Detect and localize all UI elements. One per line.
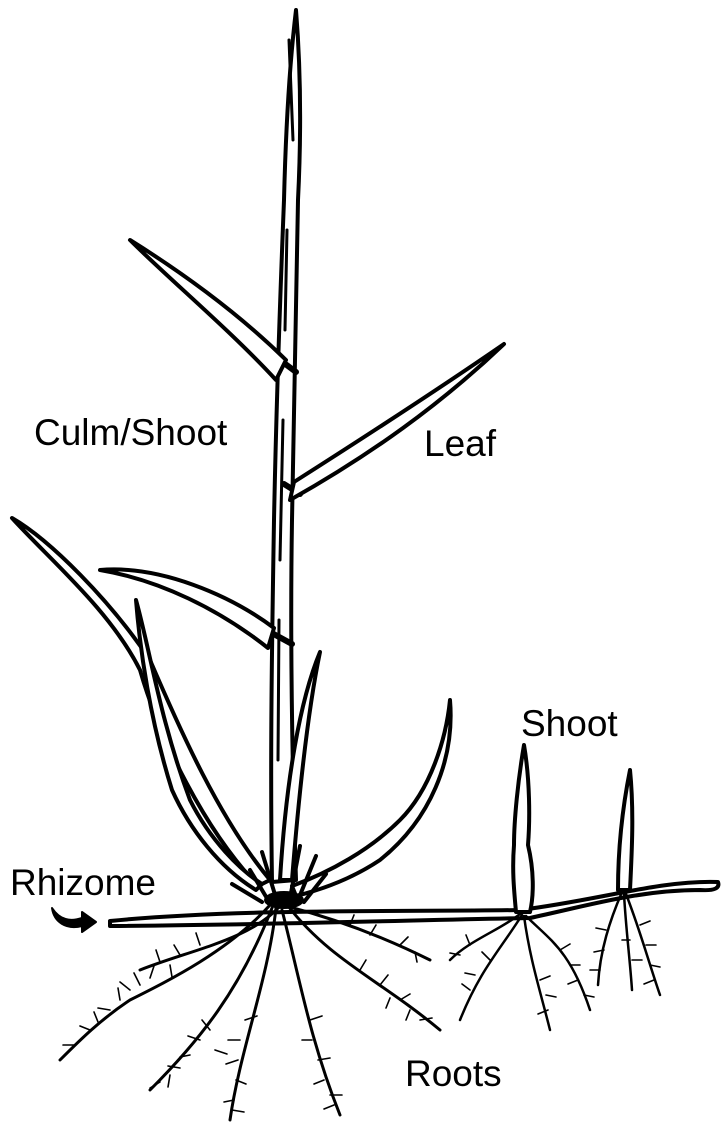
label-leaf: Leaf [424,425,496,462]
leaf-upper-left [130,240,286,380]
small-shoot-2 [618,770,632,890]
label-roots: Roots [405,1055,502,1092]
leaf-right [290,344,504,500]
label-shoot: Shoot [521,705,618,742]
label-rhizome: Rhizome [10,864,156,901]
label-culm-shoot: Culm/Shoot [34,414,227,451]
root-hairs-main [63,915,432,1112]
roots-main [60,905,440,1120]
roots-shoot-1 [450,914,594,1030]
roots-shoot-2 [590,892,660,995]
small-shoot-1 [513,745,533,912]
leaf-lower-right [292,700,451,896]
curved-arrow-right-icon [52,908,96,932]
